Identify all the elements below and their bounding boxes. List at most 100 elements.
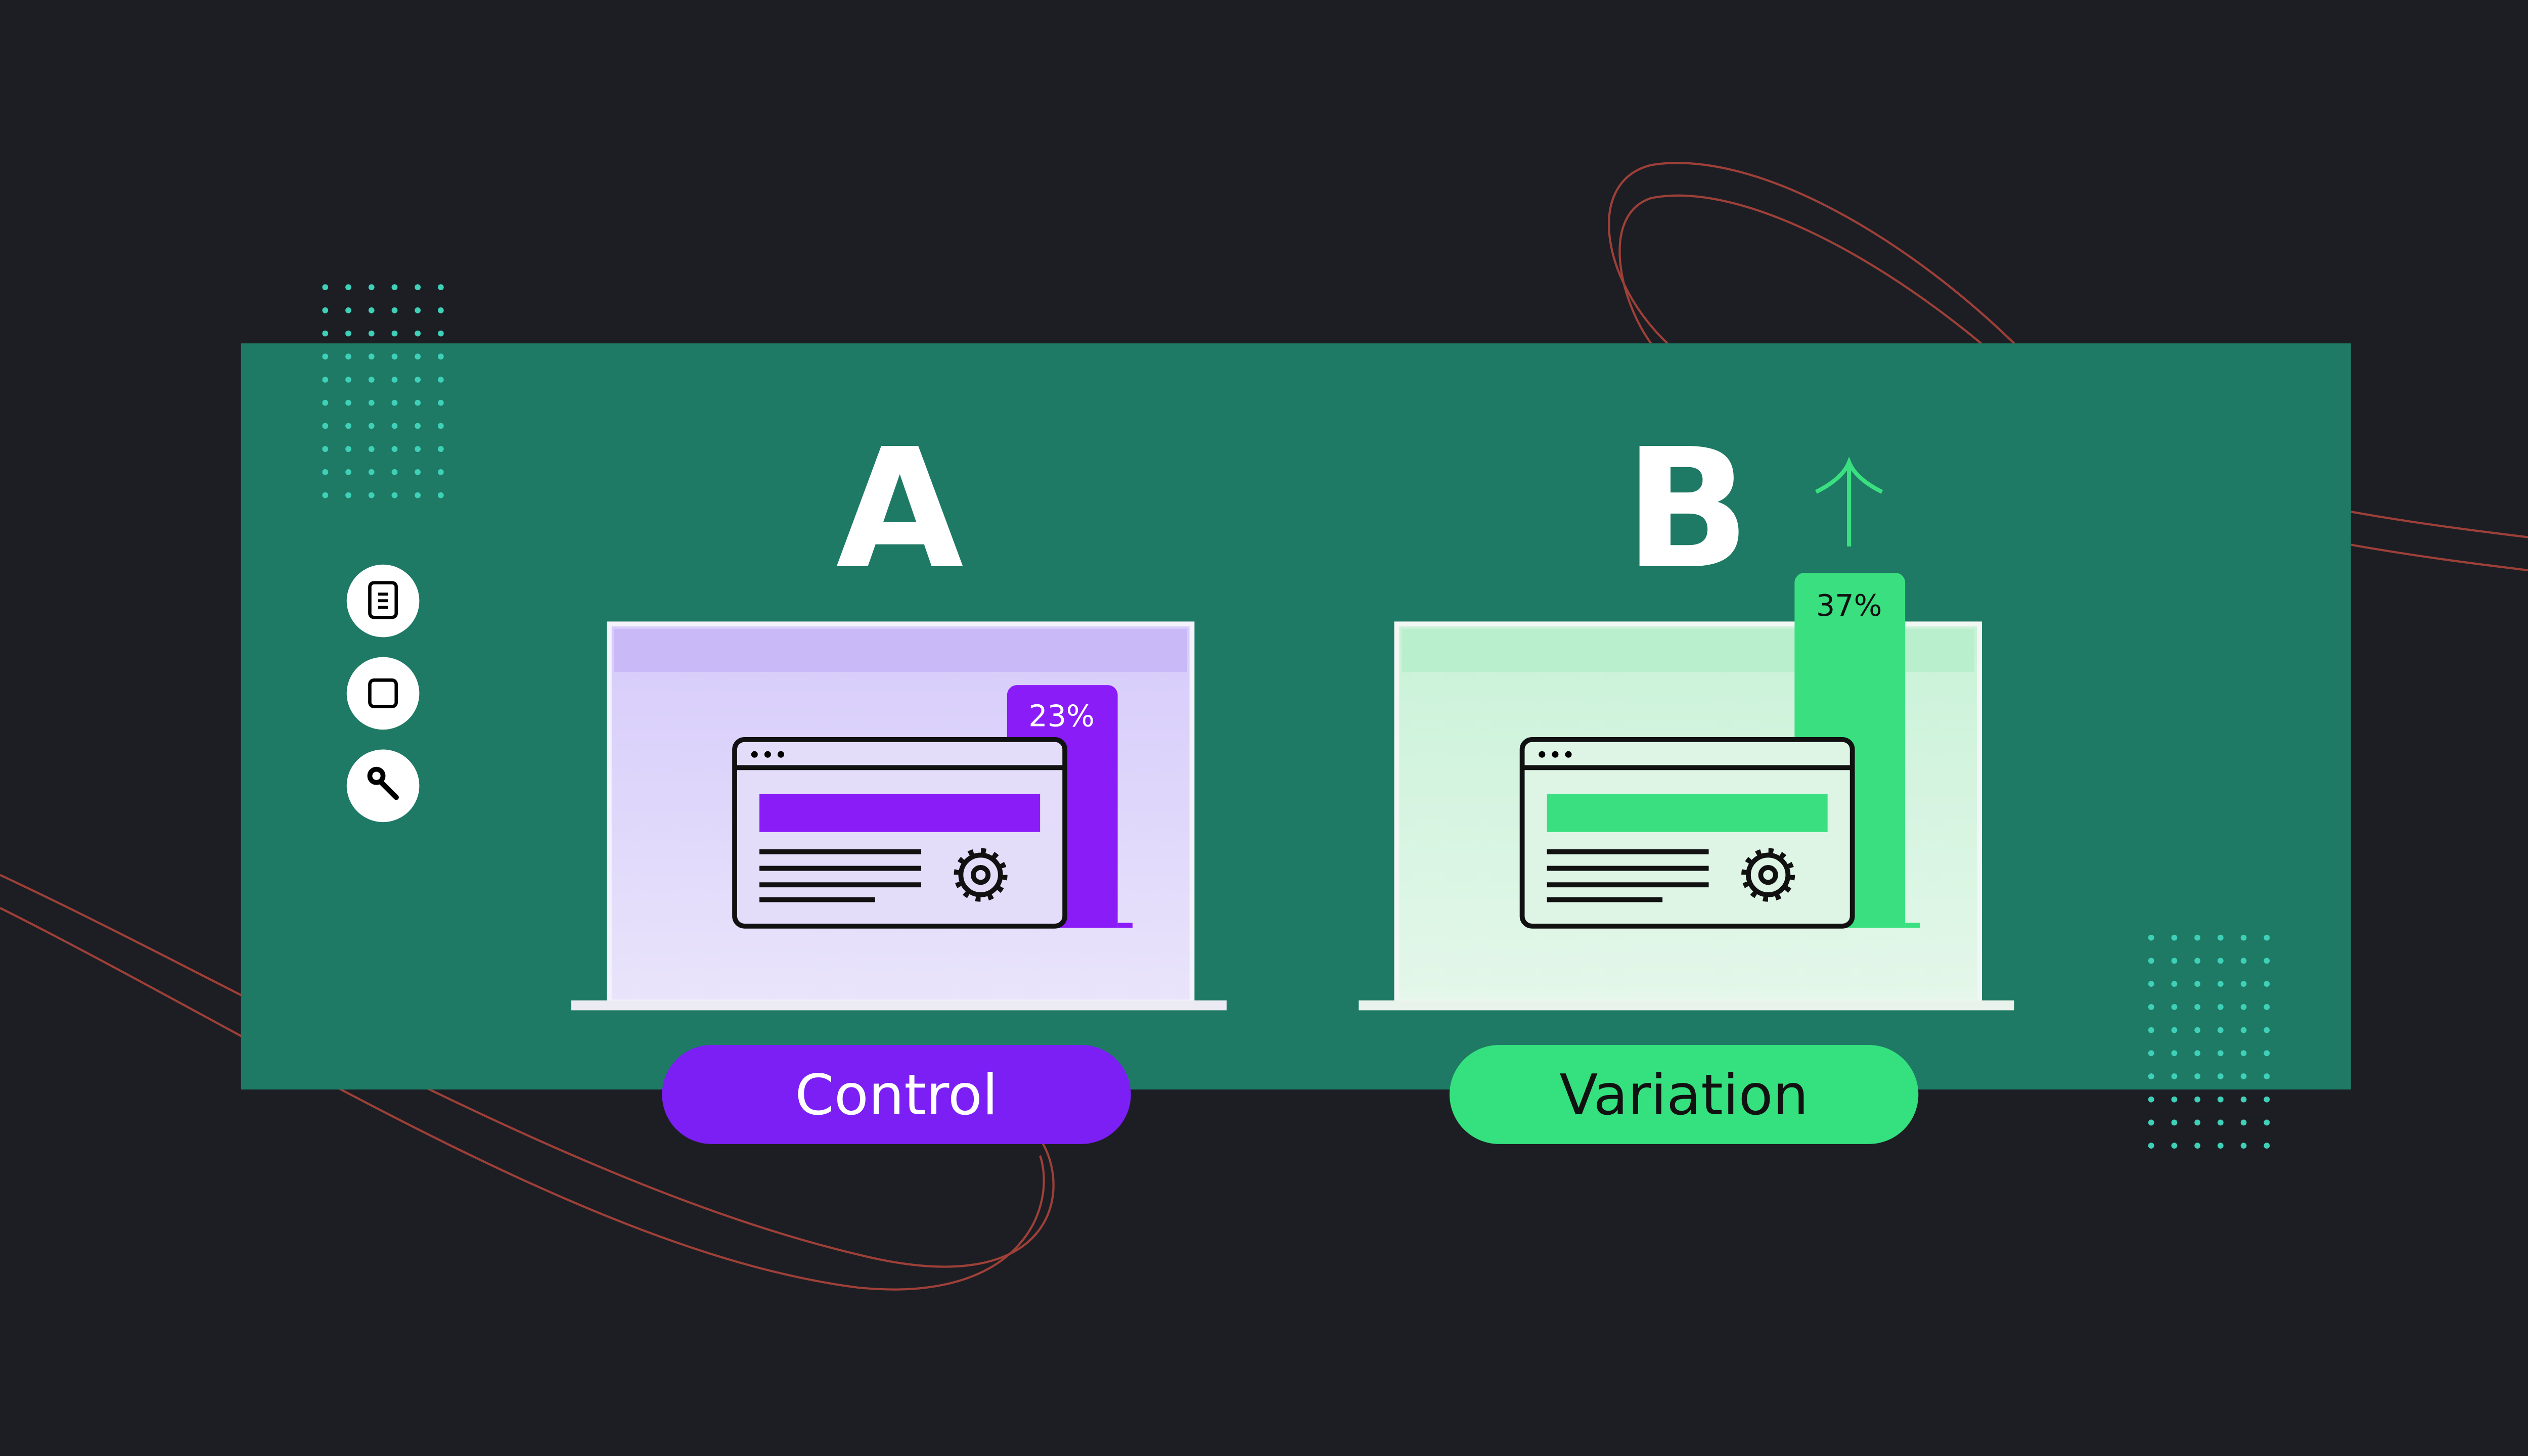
- grid-dot: [2264, 1027, 2270, 1033]
- grid-dot: [322, 330, 329, 337]
- grid-dot: [2171, 1004, 2178, 1010]
- grid-dot: [322, 353, 329, 360]
- grid-dot: [2148, 1119, 2154, 1126]
- grid-dot: [2194, 1119, 2200, 1126]
- grid-dot: [415, 446, 421, 452]
- grid-dot: [2194, 1096, 2200, 1103]
- variant-a-letter: A: [836, 414, 965, 606]
- grid-dot: [2171, 934, 2178, 941]
- grid-dot: [2194, 1027, 2200, 1033]
- wrench-button[interactable]: [346, 749, 420, 823]
- grid-dot: [2148, 1004, 2154, 1010]
- dot-grid-top-left: [322, 284, 444, 498]
- square-button[interactable]: [346, 657, 420, 730]
- grid-dot: [345, 446, 351, 452]
- grid-dot: [415, 307, 421, 313]
- laptop-a-base: [571, 1000, 1227, 1011]
- grid-dot: [2217, 1004, 2224, 1010]
- grid-dot: [437, 377, 444, 383]
- main-panel: [241, 343, 2351, 1090]
- grid-dot: [368, 446, 375, 452]
- grid-dot: [368, 492, 375, 498]
- grid-dot: [368, 423, 375, 429]
- decorative-curves: [0, 162, 2528, 1291]
- grid-dot: [2171, 1073, 2178, 1079]
- conversion-rate-b: 37%: [1816, 588, 1882, 623]
- grid-dot: [2194, 1073, 2200, 1079]
- browser-window-a-icon: [732, 737, 1068, 929]
- grid-dot: [2148, 981, 2154, 987]
- grid-dot: [322, 492, 329, 498]
- dot-grid-bottom-right: [2148, 934, 2270, 1149]
- grid-dot: [345, 399, 351, 406]
- grid-dot: [368, 330, 375, 337]
- grid-dot: [437, 446, 444, 452]
- grid-dot: [2240, 958, 2247, 964]
- document-icon: [368, 581, 398, 619]
- grid-dot: [345, 307, 351, 313]
- laptop-b-base: [1359, 1000, 2014, 1011]
- gear-icon: [1741, 848, 1795, 902]
- grid-dot: [391, 307, 398, 313]
- grid-dot: [2194, 1004, 2200, 1010]
- grid-dot: [2240, 1143, 2247, 1149]
- grid-dot: [391, 377, 398, 383]
- grid-dot: [2240, 981, 2247, 987]
- grid-dot: [368, 284, 375, 291]
- grid-dot: [391, 399, 398, 406]
- grid-dot: [2240, 934, 2247, 941]
- grid-dot: [391, 469, 398, 475]
- control-label: Control: [795, 1063, 998, 1128]
- grid-dot: [2194, 934, 2200, 941]
- grid-dot: [368, 307, 375, 313]
- grid-dot: [2171, 981, 2178, 987]
- grid-dot: [2148, 1073, 2154, 1079]
- grid-dot: [437, 492, 444, 498]
- grid-dot: [2194, 981, 2200, 987]
- variant-a: A 23% Control: [571, 414, 1227, 1144]
- conversion-rate-a: 23%: [1028, 699, 1095, 734]
- variant-b: B 37% Variation: [1359, 414, 2014, 1144]
- grid-dot: [2264, 1073, 2270, 1079]
- grid-dot: [2148, 958, 2154, 964]
- grid-dot: [345, 353, 351, 360]
- grid-dot: [2264, 981, 2270, 987]
- grid-dot: [415, 399, 421, 406]
- grid-dot: [2217, 981, 2224, 987]
- grid-dot: [2217, 1119, 2224, 1126]
- grid-dot: [2217, 1027, 2224, 1033]
- grid-dot: [2217, 934, 2224, 941]
- grid-dot: [2240, 1096, 2247, 1103]
- grid-dot: [391, 284, 398, 291]
- grid-dot: [322, 377, 329, 383]
- grid-dot: [345, 377, 351, 383]
- grid-dot: [2264, 1119, 2270, 1126]
- document-button[interactable]: [346, 564, 420, 638]
- grid-dot: [2240, 1050, 2247, 1057]
- grid-dot: [2240, 1073, 2247, 1079]
- grid-dot: [2194, 958, 2200, 964]
- grid-dot: [2217, 1050, 2224, 1057]
- grid-dot: [2217, 1143, 2224, 1149]
- grid-dot: [322, 284, 329, 291]
- grid-dot: [437, 423, 444, 429]
- grid-dot: [2148, 934, 2154, 941]
- grid-dot: [368, 399, 375, 406]
- grid-dot: [415, 330, 421, 337]
- grid-dot: [368, 377, 375, 383]
- grid-dot: [368, 469, 375, 475]
- grid-dot: [415, 423, 421, 429]
- grid-dot: [2264, 1143, 2270, 1149]
- grid-dot: [2240, 1004, 2247, 1010]
- arrow-up-icon: [1815, 457, 1883, 547]
- grid-dot: [437, 307, 444, 313]
- variant-b-letter: B: [1624, 414, 1750, 606]
- grid-dot: [322, 423, 329, 429]
- grid-dot: [391, 330, 398, 337]
- grid-dot: [391, 492, 398, 498]
- wrench-icon: [367, 766, 399, 800]
- grid-dot: [2264, 1096, 2270, 1103]
- grid-dot: [2171, 1119, 2178, 1126]
- control-badge: Control: [662, 1044, 1131, 1144]
- grid-dot: [415, 469, 421, 475]
